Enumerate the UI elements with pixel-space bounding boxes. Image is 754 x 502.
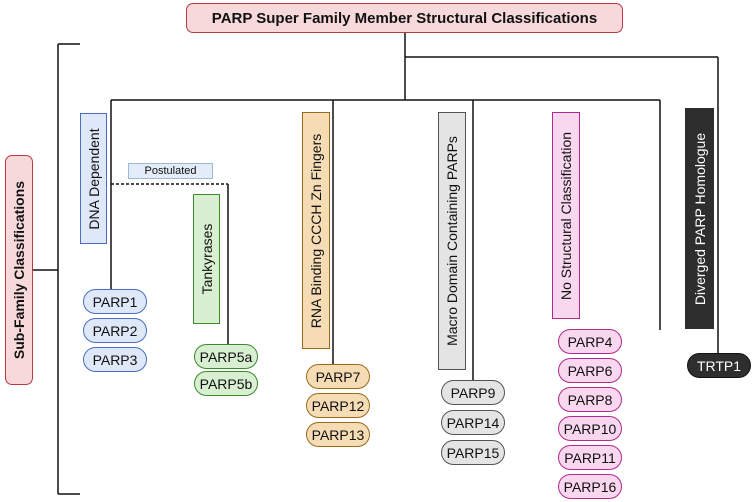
member-parp9: PARP9 xyxy=(441,380,505,405)
postulated-label: Postulated xyxy=(128,163,213,179)
member-parp16: PARP16 xyxy=(558,474,622,499)
category-label: No Structural Classification xyxy=(558,131,574,300)
member-parp12: PARP12 xyxy=(306,393,370,418)
member-parp3: PARP3 xyxy=(83,347,147,372)
member-parp5a: PARP5a xyxy=(194,344,258,369)
sub-family-label-box: Sub-Family Classifications xyxy=(5,155,33,385)
category-label: Diverged PARP Homologue xyxy=(691,132,708,305)
member-parp1: PARP1 xyxy=(83,289,147,314)
category-label: DNA Dependent xyxy=(85,127,102,230)
category-label: Macro Domain Containing PARPs xyxy=(444,136,460,346)
sub-family-label: Sub-Family Classifications xyxy=(11,180,27,360)
diagram-title: PARP Super Family Member Structural Clas… xyxy=(186,3,623,33)
category-no-structural: No Structural Classification xyxy=(552,112,580,319)
member-parp4: PARP4 xyxy=(558,329,622,354)
category-label: RNA Binding CCCH Zn Fingers xyxy=(308,133,324,328)
category-label: Tankyrases xyxy=(198,223,215,295)
category-diverged-homologue: Diverged PARP Homologue xyxy=(685,108,714,329)
member-parp7: PARP7 xyxy=(306,364,370,389)
category-dna-dependent: DNA Dependent xyxy=(80,113,107,244)
member-parp10: PARP10 xyxy=(558,416,622,441)
member-parp2: PARP2 xyxy=(83,318,147,343)
member-parp15: PARP15 xyxy=(441,440,505,465)
category-rna-binding: RNA Binding CCCH Zn Fingers xyxy=(302,112,330,349)
member-parp13: PARP13 xyxy=(306,422,370,447)
member-parp5b: PARP5b xyxy=(194,371,258,396)
category-tankyrases: Tankyrases xyxy=(193,194,220,324)
member-parp14: PARP14 xyxy=(441,410,505,435)
member-parp11: PARP11 xyxy=(558,445,622,470)
category-macro-domain: Macro Domain Containing PARPs xyxy=(438,112,466,370)
member-parp8: PARP8 xyxy=(558,387,622,412)
member-trtp1: TRTP1 xyxy=(687,353,751,378)
member-parp6: PARP6 xyxy=(558,358,622,383)
